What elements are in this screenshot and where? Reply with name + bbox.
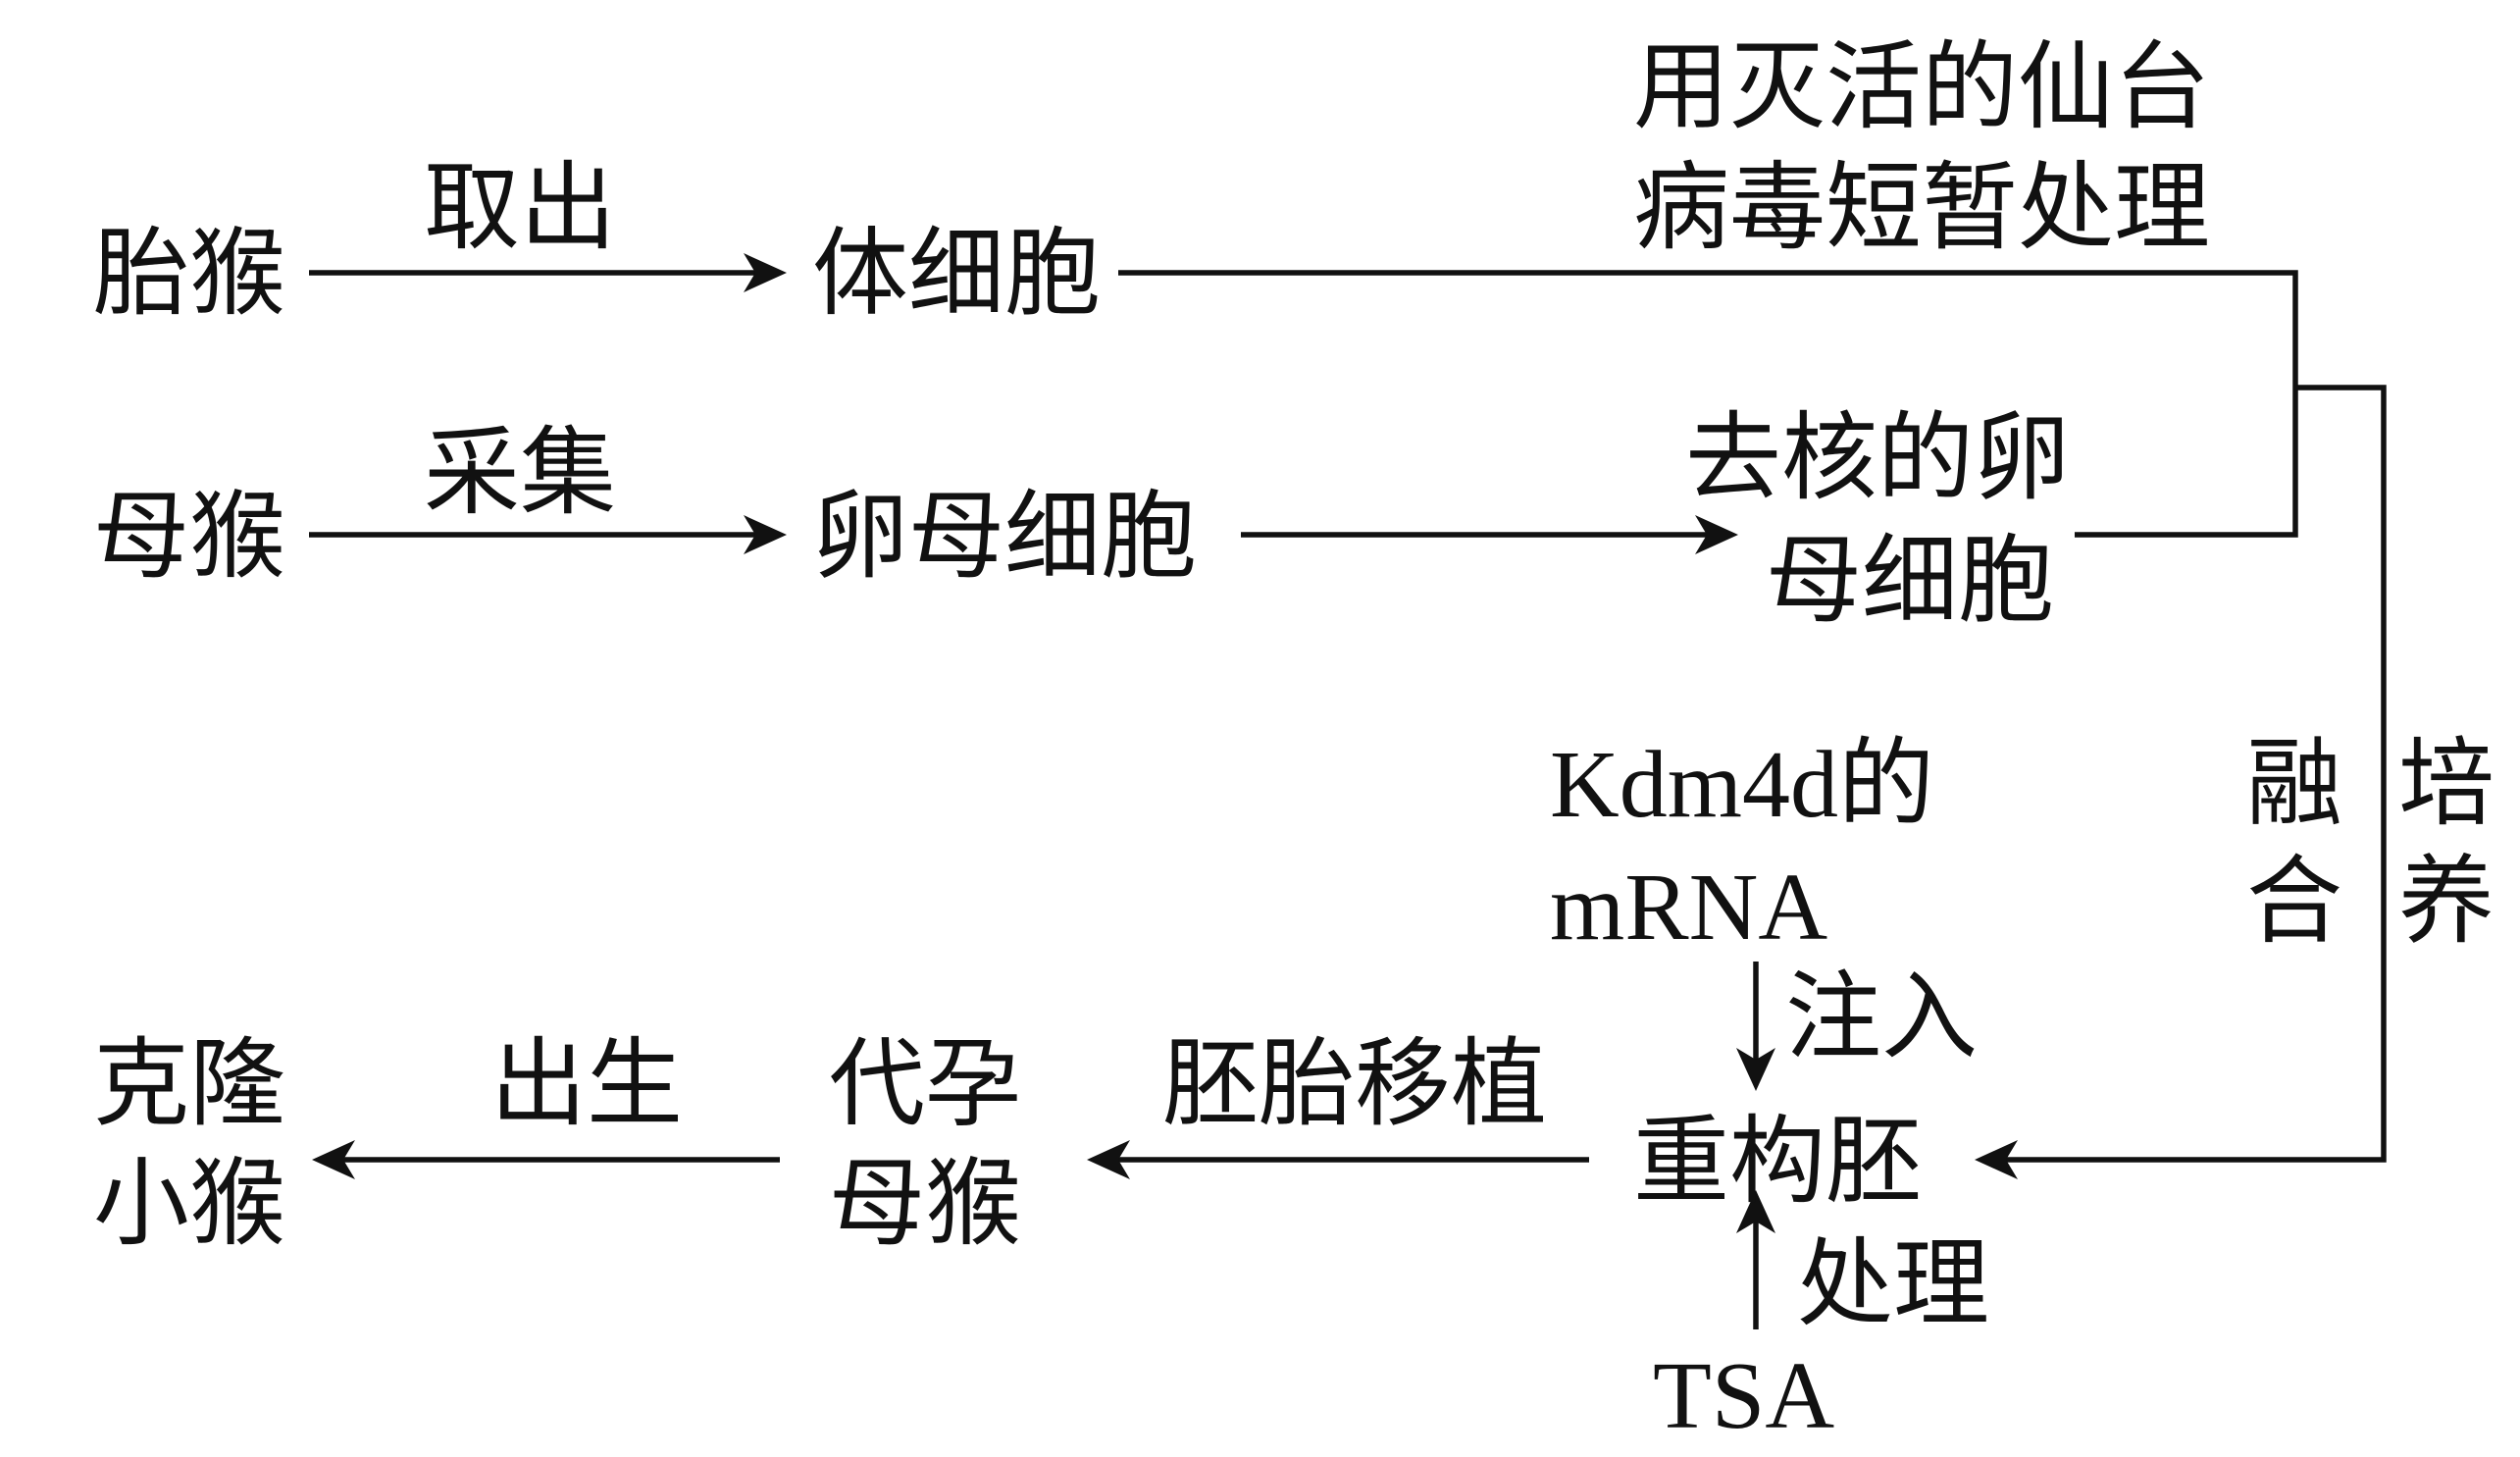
node-kdm4d-line1: Kdm4d的 [1550, 732, 1934, 838]
node-fetal-monkey: 胎猴 [93, 218, 285, 330]
line-fusion-to-culture [2001, 385, 2387, 1163]
node-surrogate-line2: 母猴 [829, 1148, 1021, 1260]
node-reconstructed-embryo: 重构胚 [1633, 1106, 1922, 1218]
node-virus-line2: 病毒短暂处理 [1633, 152, 2210, 264]
label-culture-line1: 培 [2398, 728, 2494, 840]
node-kdm4d-line2: mRNA [1550, 855, 1827, 961]
node-mother-monkey: 母猴 [93, 481, 285, 593]
edge-labels: 取出 采集 融 合 培 养 注入 处理 胚胎移植 出生 [424, 152, 2494, 1340]
label-take-out: 取出 [424, 152, 616, 264]
label-culture-line2: 养 [2398, 846, 2494, 958]
label-birth: 出生 [490, 1028, 683, 1140]
nodes: 胎猴 体细胞 用灭活的仙台 病毒短暂处理 母猴 卵母细胞 去核的卵 母细胞 Kd… [93, 31, 2210, 1449]
arrowhead-tsa [1736, 1190, 1775, 1233]
label-fusion-line1: 融 [2246, 728, 2342, 840]
node-virus-line1: 用灭活的仙台 [1633, 31, 2210, 143]
label-embryo-transfer: 胚胎移植 [1162, 1028, 1547, 1140]
node-oocyte: 卵母细胞 [812, 481, 1197, 593]
label-inject: 注入 [1785, 962, 1978, 1073]
arrowhead-enucleated [1695, 515, 1738, 554]
arrowhead-clone [312, 1140, 355, 1179]
node-surrogate-line1: 代孕 [829, 1028, 1021, 1140]
arrowhead-inject [1736, 1048, 1775, 1091]
node-clone-line2: 小猴 [93, 1148, 285, 1260]
label-fusion-line2: 合 [2246, 846, 2342, 958]
arrowhead-oocyte [744, 515, 787, 554]
line-somatic-to-fusion [1118, 270, 2298, 538]
arrowhead-reconstructed [1975, 1140, 2018, 1179]
node-somatic-cell: 体细胞 [812, 218, 1101, 330]
arrowhead-surrogate [1087, 1140, 1130, 1179]
label-treat: 处理 [1797, 1228, 1989, 1340]
arrowhead-somatic [744, 253, 787, 292]
node-enucleated-line1: 去核的卵 [1685, 402, 2070, 514]
label-collect: 采集 [424, 417, 616, 529]
node-enucleated-line2: 母细胞 [1766, 525, 2054, 637]
connectors [309, 253, 2387, 1329]
node-tsa: TSA [1653, 1343, 1834, 1449]
node-clone-line1: 克隆 [93, 1028, 285, 1140]
